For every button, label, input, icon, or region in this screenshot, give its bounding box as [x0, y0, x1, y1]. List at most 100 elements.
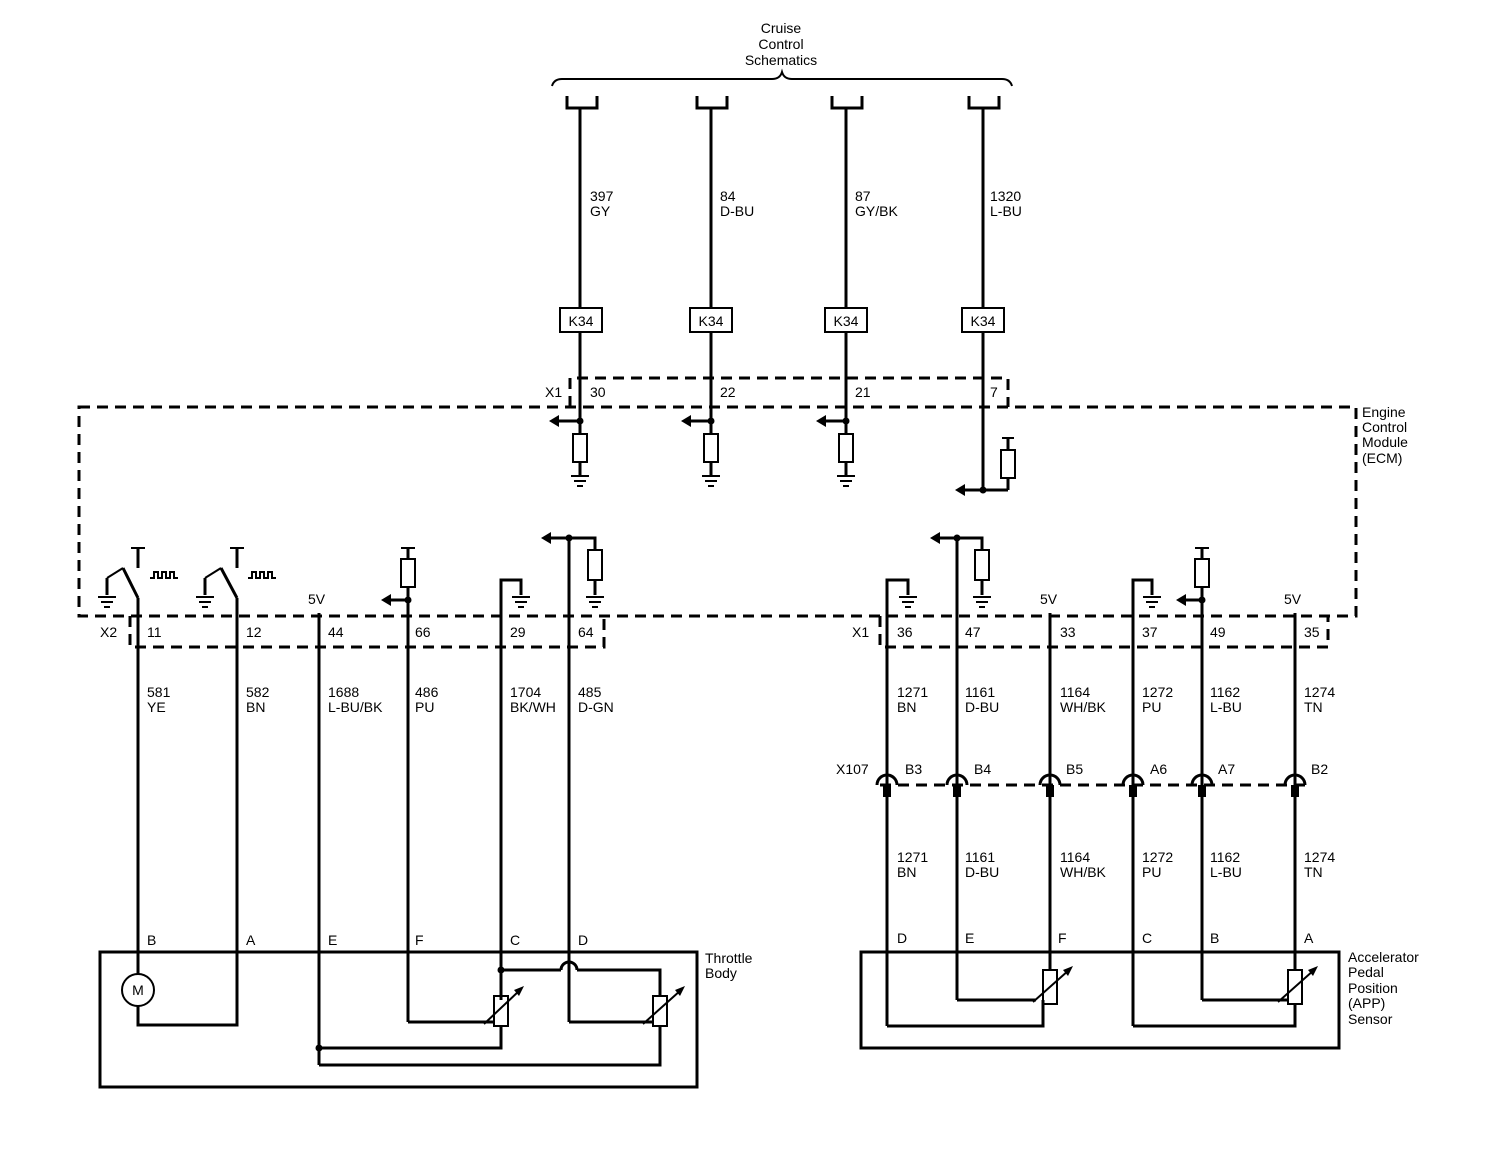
- wire-color: BK/WH: [510, 699, 556, 715]
- circuit-number: 1271: [897, 684, 928, 700]
- motor-label: M: [132, 982, 144, 998]
- x107-pin: B2: [1311, 761, 1328, 777]
- terminal-letter: A: [1304, 930, 1314, 946]
- switch-arm: [121, 567, 140, 599]
- pin-number: 44: [328, 624, 344, 640]
- circuit-number: 1161: [965, 684, 995, 700]
- x2-label: X2: [100, 624, 117, 640]
- switch-arm: [219, 567, 239, 599]
- connector-pin-icon: [1121, 773, 1145, 786]
- pin-number: 49: [1210, 624, 1226, 640]
- ecm-outline: [77, 405, 1358, 618]
- cruise-wire: K34 1320 L-BU 7: [955, 96, 1022, 496]
- circuit-number: 581: [147, 684, 171, 700]
- voltage-label: 5V: [1284, 591, 1302, 607]
- circuit-number: 87: [855, 188, 871, 204]
- tps2-potentiometer: [652, 995, 668, 1027]
- cruise-title-line: Control: [758, 36, 803, 52]
- wire-color: TN: [1304, 699, 1323, 715]
- tps1-potentiometer: [493, 995, 509, 1027]
- terminal-letter: B: [147, 932, 156, 948]
- pullup-resistor: [400, 558, 416, 588]
- circuit-number: 1320: [990, 188, 1021, 204]
- pin-number: 35: [1304, 624, 1320, 640]
- app2-potentiometer: [1287, 969, 1303, 1005]
- x107-pin: A7: [1218, 761, 1235, 777]
- x1-bottom-label: X1: [852, 624, 869, 640]
- wire-color: BN: [897, 864, 916, 880]
- circuit-number: 582: [246, 684, 270, 700]
- wire-color: L-BU: [1210, 699, 1242, 715]
- pulse-signal-icon: [150, 571, 178, 579]
- cruise-title-line: Cruise: [761, 20, 802, 36]
- wire-color: D-BU: [965, 864, 999, 880]
- connector-pin-icon: [1038, 773, 1062, 786]
- resistor: [703, 433, 719, 463]
- throttle-wire: 11 581 YE B M: [98, 547, 239, 1027]
- ecm-label-line: (ECM): [1362, 450, 1402, 466]
- x107-pin: B4: [974, 761, 991, 777]
- wire-color: D-GN: [578, 699, 614, 715]
- throttle-wire: 12 582 BN A: [196, 547, 276, 952]
- wire-color: BN: [897, 699, 916, 715]
- pullup-resistor: [1194, 558, 1210, 588]
- app-sensor-label: Pedal: [1348, 964, 1384, 980]
- cruise-wire: K34 84 D-BU 22: [681, 96, 754, 487]
- pin-number: 47: [965, 624, 981, 640]
- terminal-letter: E: [328, 932, 337, 948]
- wire-color: YE: [147, 699, 166, 715]
- terminal-letter: B: [1210, 930, 1219, 946]
- terminal-letter: C: [1142, 930, 1152, 946]
- x1-top-connector: [568, 376, 1010, 407]
- circuit-number: 485: [578, 684, 602, 700]
- circuit-number: 486: [415, 684, 439, 700]
- voltage-label: 5V: [1040, 591, 1058, 607]
- resistor: [838, 433, 854, 463]
- ecm-label-line: Control: [1362, 419, 1407, 435]
- connector-pin-icon: [1283, 773, 1307, 786]
- wire-color: PU: [1142, 864, 1161, 880]
- cruise-brace: [551, 68, 1013, 87]
- app-sensor-label: Sensor: [1348, 1011, 1393, 1027]
- ecm-label-line: Engine: [1362, 404, 1406, 420]
- throttle-wire: 66 486 PU F: [381, 547, 494, 1024]
- pin-number: 66: [415, 624, 431, 640]
- app-sensor-label: (APP): [1348, 995, 1385, 1011]
- circuit-number: 1164: [1060, 849, 1090, 865]
- splice-label: K34: [699, 313, 724, 329]
- app-sensor-label: Position: [1348, 980, 1398, 996]
- cruise-wire: K34 87 GY/BK 21: [816, 96, 898, 487]
- cruise-wire: K34 397 GY 30: [549, 96, 614, 487]
- splice-label: K34: [971, 313, 996, 329]
- connector-pin-icon: [1190, 773, 1214, 786]
- cruise-control-reference: Cruise Control Schematics: [551, 20, 1013, 87]
- x1-top-label: X1: [545, 384, 562, 400]
- x107-pin: B3: [905, 761, 922, 777]
- wire-color: WH/BK: [1060, 864, 1107, 880]
- pin-number: 12: [246, 624, 262, 640]
- pin-number: 29: [510, 624, 526, 640]
- wire-color: D-BU: [965, 699, 999, 715]
- app1-potentiometer: [1042, 969, 1058, 1005]
- circuit-number: 1164: [1060, 684, 1090, 700]
- app-wire: 47 1161 D-BU B4 1161 D-BU E: [930, 532, 1036, 1002]
- voltage-label: 5V: [308, 591, 326, 607]
- cruise-title-line: Schematics: [745, 52, 817, 68]
- circuit-number: 1688: [328, 684, 359, 700]
- splice-label: K34: [834, 313, 859, 329]
- app-sensor-box: [859, 950, 1341, 1050]
- pin-number: 37: [1142, 624, 1158, 640]
- x107-pin: A6: [1150, 761, 1167, 777]
- circuit-number: 1274: [1304, 849, 1335, 865]
- app-wire: 49 1162 L-BU A7 1162 L-BU B: [1176, 547, 1288, 1002]
- wire-color: L-BU: [990, 203, 1022, 219]
- connector-pin-icon: [945, 773, 969, 786]
- terminal-letter: F: [415, 932, 424, 948]
- x107-pin: B5: [1066, 761, 1083, 777]
- ecm-label-line: Module: [1362, 434, 1408, 450]
- pin-number: 64: [578, 624, 594, 640]
- splice-label: K34: [569, 313, 594, 329]
- app-wire: 5V 35 1274 TN B2 1274 TN A: [1277, 591, 1335, 1005]
